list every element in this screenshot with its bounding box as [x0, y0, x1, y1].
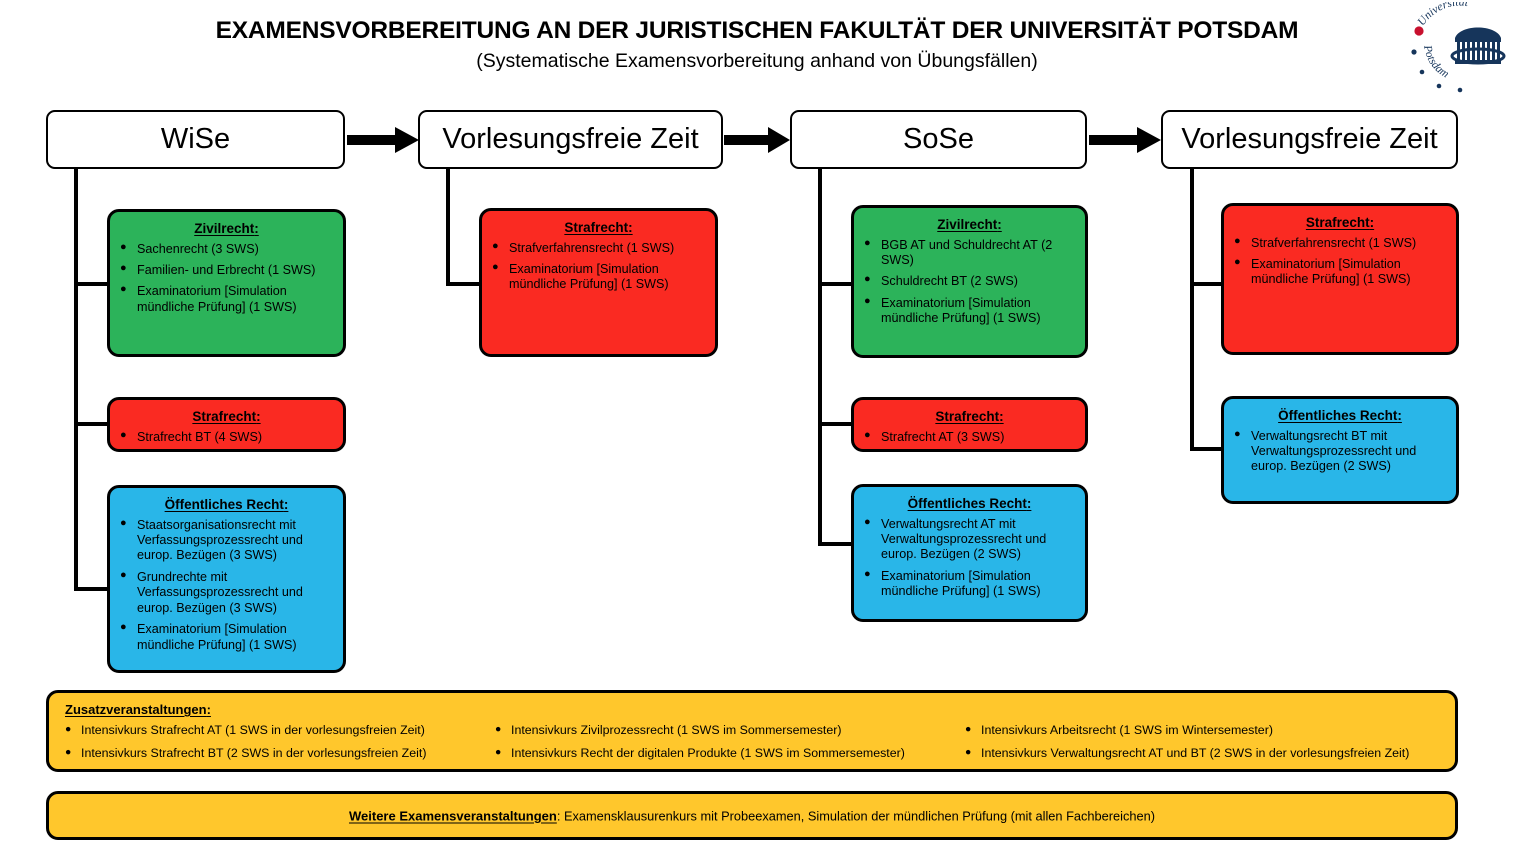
card-items: Strafverfahrensrecht (1 SWS) Examinatori…	[1234, 234, 1446, 288]
card-vfz2-oeffentliches-recht[interactable]: Öffentliches Recht: Verwaltungsrecht BT …	[1221, 396, 1459, 504]
card-vfz2-strafrecht[interactable]: Strafrecht: Strafverfahrensrecht (1 SWS)…	[1221, 203, 1459, 355]
card-title-oeffentliches-recht: Öffentliches Recht:	[1278, 408, 1402, 423]
card-sose-oeffentliches-recht[interactable]: Öffentliches Recht: Verwaltungsrecht AT …	[851, 484, 1088, 622]
arrow-sose-to-vfz2-icon	[1089, 127, 1161, 153]
list-item: Examinatorium [Simulation mündliche Prüf…	[120, 283, 333, 315]
university-potsdam-logo-icon: Universität Potsdam	[1400, 0, 1510, 96]
card-items: Sachenrecht (3 SWS) Familien- und Erbrec…	[120, 240, 333, 316]
list-item: Examinatorium [Simulation mündliche Prüf…	[120, 621, 333, 653]
phase-box-vorlesungsfreie-zeit-1[interactable]: Vorlesungsfreie Zeit	[418, 110, 723, 169]
list-item: Examinatorium [Simulation mündliche Prüf…	[1234, 256, 1446, 288]
panel-heading-weitere-examensveranstaltungen: Weitere Examensveranstaltungen	[348, 808, 557, 823]
card-wise-strafrecht[interactable]: Strafrecht: Strafrecht BT (4 SWS)	[107, 397, 346, 452]
arrow-wise-to-vfz1-icon	[347, 127, 419, 153]
list-item: Strafverfahrensrecht (1 SWS)	[492, 239, 705, 256]
extras-column-3: Intensivkurs Arbeitsrecht (1 SWS im Wint…	[965, 723, 1465, 770]
list-item: Verwaltungsrecht AT mit Verwaltungsproze…	[864, 516, 1075, 563]
list-item: Intensivkurs Strafrecht AT (1 SWS in der…	[65, 723, 495, 738]
list-item: Schuldrecht BT (2 SWS)	[864, 273, 1075, 289]
extras-column-1: Intensivkurs Strafrecht AT (1 SWS in der…	[65, 723, 495, 770]
connector-wise-to-zivilrecht	[74, 282, 110, 286]
connector-vfz2-to-strafrecht	[1190, 282, 1225, 286]
connector-wise-trunk	[74, 166, 78, 591]
card-title-zivilrecht: Zivilrecht:	[194, 221, 259, 236]
list-item: Strafrecht BT (4 SWS)	[120, 428, 333, 445]
list-item: Intensivkurs Zivilprozessrecht (1 SWS im…	[495, 723, 965, 738]
extras-columns: Intensivkurs Strafrecht AT (1 SWS in der…	[65, 723, 1445, 770]
list-item: Examinatorium [Simulation mündliche Prüf…	[492, 261, 705, 293]
list-item: Intensivkurs Verwaltungsrecht AT und BT …	[965, 746, 1465, 761]
card-wise-zivilrecht[interactable]: Zivilrecht: Sachenrecht (3 SWS) Familien…	[107, 209, 346, 357]
phase-box-vorlesungsfreie-zeit-2[interactable]: Vorlesungsfreie Zeit	[1161, 110, 1458, 169]
connector-vfz1-trunk	[446, 166, 450, 286]
card-title-strafrecht: Strafrecht:	[564, 220, 633, 235]
svg-text:Potsdam: Potsdam	[1421, 43, 1451, 80]
list-item: Sachenrecht (3 SWS)	[120, 240, 333, 257]
list-item: Intensivkurs Strafrecht BT (2 SWS in der…	[65, 746, 495, 761]
card-items: BGB AT und Schuldrecht AT (2 SWS) Schuld…	[864, 237, 1075, 327]
phase-label-sose: SoSe	[903, 123, 974, 155]
page-header: EXAMENSVORBEREITUNG AN DER JURISTISCHEN …	[0, 17, 1514, 72]
phase-label-vorlesungsfreie-zeit-1: Vorlesungsfreie Zeit	[442, 123, 699, 155]
connector-wise-to-strafrecht	[74, 422, 110, 426]
svg-text:Universität: Universität	[1416, 2, 1470, 28]
phase-label-vorlesungsfreie-zeit-2: Vorlesungsfreie Zeit	[1181, 123, 1438, 155]
card-items: Strafrecht BT (4 SWS)	[120, 428, 333, 445]
connector-vfz2-to-oeffentliches	[1190, 447, 1225, 451]
connector-vfz2-trunk	[1190, 166, 1194, 451]
list-item: Intensivkurs Arbeitsrecht (1 SWS im Wint…	[965, 723, 1465, 738]
panel-weitere-examensveranstaltungen[interactable]: Weitere Examensveranstaltungen: Examensk…	[46, 791, 1458, 840]
connector-sose-trunk	[818, 166, 822, 546]
card-items: Verwaltungsrecht BT mit Verwaltungsproze…	[1234, 428, 1446, 475]
page-title: EXAMENSVORBEREITUNG AN DER JURISTISCHEN …	[215, 17, 1299, 44]
arrow-vfz1-to-sose-icon	[724, 127, 790, 153]
card-title-strafrecht: Strafrecht:	[935, 409, 1004, 424]
page-subtitle: (Systematische Examensvorbereitung anhan…	[476, 49, 1038, 72]
card-items: Strafverfahrensrecht (1 SWS) Examinatori…	[492, 239, 705, 293]
extras-column-2: Intensivkurs Zivilprozessrecht (1 SWS im…	[495, 723, 965, 770]
panel-heading-zusatzveranstaltungen: Zusatzveranstaltungen:	[65, 702, 211, 717]
card-title-oeffentliches-recht: Öffentliches Recht:	[907, 496, 1032, 511]
connector-vfz1-to-strafrecht	[446, 282, 484, 286]
phase-box-sose[interactable]: SoSe	[790, 110, 1087, 169]
further-events-line: Weitere Examensveranstaltungen: Examensk…	[49, 808, 1455, 823]
further-events-text: : Examensklausurenkurs mit Probeexamen, …	[556, 808, 1156, 823]
list-item: Grundrechte mit Verfassungsprozessrecht …	[120, 569, 333, 616]
connector-sose-to-oeffentliches	[818, 542, 854, 546]
card-items: Verwaltungsrecht AT mit Verwaltungsproze…	[864, 516, 1075, 600]
list-item: Familien- und Erbrecht (1 SWS)	[120, 262, 333, 278]
card-title-strafrecht: Strafrecht:	[192, 409, 261, 424]
list-item: Strafverfahrensrecht (1 SWS)	[1234, 234, 1446, 251]
card-sose-strafrecht[interactable]: Strafrecht: Strafrecht AT (3 SWS)	[851, 397, 1088, 452]
card-sose-zivilrecht[interactable]: Zivilrecht: BGB AT und Schuldrecht AT (2…	[851, 205, 1088, 358]
list-item: BGB AT und Schuldrecht AT (2 SWS)	[864, 237, 1075, 269]
list-item: Verwaltungsrecht BT mit Verwaltungsproze…	[1234, 428, 1446, 475]
card-items: Staatsorganisationsrecht mit Verfassungs…	[120, 517, 333, 654]
card-wise-oeffentliches-recht[interactable]: Öffentliches Recht: Staatsorganisationsr…	[107, 485, 346, 673]
card-vfz1-strafrecht[interactable]: Strafrecht: Strafverfahrensrecht (1 SWS)…	[479, 208, 718, 357]
connector-sose-to-strafrecht	[818, 422, 854, 426]
panel-zusatzveranstaltungen[interactable]: Zusatzveranstaltungen: Intensivkurs Stra…	[46, 690, 1458, 772]
phase-box-wise[interactable]: WiSe	[46, 110, 345, 169]
card-title-oeffentliches-recht: Öffentliches Recht:	[164, 497, 289, 512]
list-item: Examinatorium [Simulation mündliche Prüf…	[864, 568, 1075, 600]
card-title-zivilrecht: Zivilrecht:	[937, 217, 1002, 232]
connector-sose-to-zivilrecht	[818, 282, 854, 286]
list-item: Strafrecht AT (3 SWS)	[864, 428, 1075, 445]
card-title-strafrecht: Strafrecht:	[1305, 215, 1375, 230]
list-item: Staatsorganisationsrecht mit Verfassungs…	[120, 517, 333, 564]
connector-wise-to-oeffentliches	[74, 587, 110, 591]
phase-label-wise: WiSe	[160, 123, 231, 155]
card-items: Strafrecht AT (3 SWS)	[864, 428, 1075, 445]
list-item: Examinatorium [Simulation mündliche Prüf…	[864, 295, 1075, 327]
list-item: Intensivkurs Recht der digitalen Produkt…	[495, 746, 965, 761]
